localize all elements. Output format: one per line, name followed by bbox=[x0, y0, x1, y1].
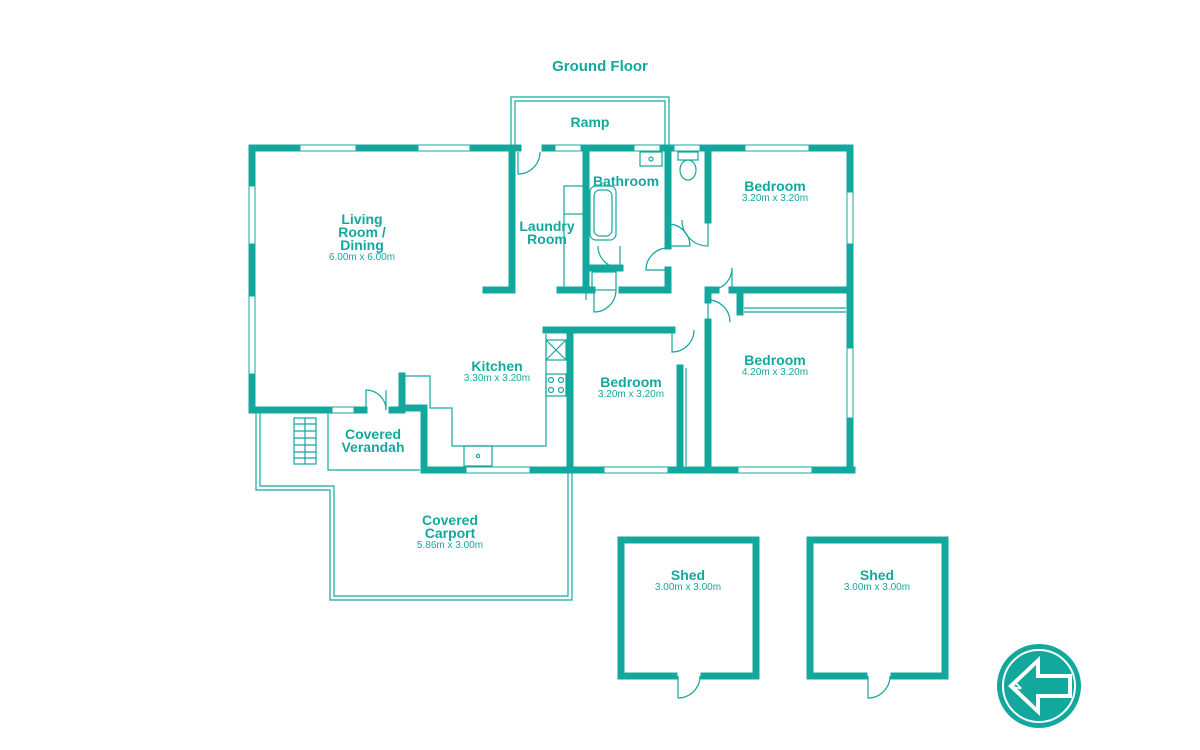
carport-outline bbox=[255, 412, 573, 601]
doors bbox=[365, 151, 846, 466]
plan-title: Ground Floor bbox=[552, 58, 648, 75]
kitchen-name: Kitchen bbox=[471, 358, 523, 374]
shed-2-label: Shed 3.00m x 3.00m bbox=[832, 567, 922, 593]
living-room-name: Living Room / Dining bbox=[338, 211, 386, 253]
shed-1-name: Shed bbox=[670, 567, 706, 583]
bedroom-ne-dims: 3.20m x 3.20m bbox=[741, 193, 809, 204]
kitchen-fittings bbox=[402, 334, 567, 467]
bedroom-mid-dims: 3.20m x 3.20m bbox=[597, 389, 665, 400]
bedroom-mid-name: Bedroom bbox=[600, 374, 662, 390]
bedroom-se-name: Bedroom bbox=[744, 352, 806, 368]
bedroom-ne-name: Bedroom bbox=[744, 178, 806, 194]
kitchen-label: Kitchen 3.30m x 3.20m bbox=[452, 358, 542, 384]
shed-2-name: Shed bbox=[859, 567, 895, 583]
bedroom-ne-label: Bedroom 3.20m x 3.20m bbox=[730, 178, 820, 204]
bedroom-se-label: Bedroom 4.20m x 3.20m bbox=[730, 352, 820, 378]
shed-2-dims: 3.00m x 3.00m bbox=[843, 582, 911, 593]
carport-label: Covered Carport 5.86m x 3.00m bbox=[400, 512, 500, 551]
bedroom-se-dims: 4.20m x 3.20m bbox=[741, 367, 809, 378]
verandah-stairs bbox=[293, 417, 317, 465]
windows bbox=[248, 144, 854, 474]
ramp-outline bbox=[510, 96, 670, 148]
living-room-dims: 6.00m x 6.00m bbox=[328, 252, 396, 263]
verandah-label: Covered Verandah bbox=[341, 426, 405, 455]
bedroom-mid-label: Bedroom 3.20m x 3.20m bbox=[586, 374, 676, 400]
north-arrow-icon bbox=[997, 644, 1081, 728]
kitchen-dims: 3.30m x 3.20m bbox=[463, 373, 531, 384]
shed-1-dims: 3.00m x 3.00m bbox=[654, 582, 722, 593]
carport-dims: 5.86m x 3.00m bbox=[416, 540, 484, 551]
laundry-room-label: Laundry Room bbox=[519, 218, 575, 247]
wet-area-fittings bbox=[563, 151, 699, 300]
bathroom-label: Bathroom bbox=[592, 173, 660, 189]
living-room-label: Living Room / Dining 6.00m x 6.00m bbox=[312, 211, 412, 263]
shed-1-walls bbox=[617, 536, 760, 699]
ramp-label: Ramp bbox=[570, 114, 610, 130]
shed-1-label: Shed 3.00m x 3.00m bbox=[643, 567, 733, 593]
carport-name: Covered Carport bbox=[421, 512, 479, 541]
shed-2-walls bbox=[806, 536, 949, 699]
